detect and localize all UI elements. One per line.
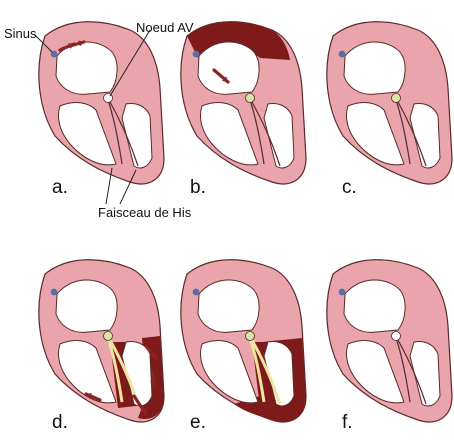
av-node	[246, 332, 255, 341]
sinus-node	[193, 51, 200, 58]
av-node	[392, 94, 401, 103]
atria-chamber	[56, 280, 117, 332]
panel-label-e: e.	[190, 412, 206, 434]
sinus-node	[339, 289, 346, 296]
panel-label-f: f.	[342, 412, 353, 434]
atria-chamber	[344, 280, 405, 332]
panel-label-b: b.	[190, 177, 206, 199]
heart-panel-a	[39, 22, 164, 184]
label-noeud-av: Noeud AV	[136, 20, 194, 35]
sinus-node	[193, 289, 200, 296]
sinus-node	[339, 51, 346, 58]
av-node	[392, 332, 401, 341]
sinus-node	[51, 289, 58, 296]
atria-chamber	[56, 42, 117, 94]
heart-panel-f	[327, 260, 452, 422]
panel-label-d: d.	[52, 412, 68, 434]
panel-label-a: a.	[52, 177, 68, 199]
label-faisceau-de-his: Faisceau de His	[98, 205, 191, 220]
heart-panel-d	[39, 260, 164, 422]
av-node	[104, 332, 113, 341]
label-sinus: Sinus	[4, 26, 37, 41]
heart-panel-c	[327, 22, 452, 184]
heart-panel-e	[181, 260, 306, 422]
atria-chamber	[198, 280, 259, 332]
atria-chamber	[198, 42, 259, 94]
heart-panel-b	[181, 22, 306, 184]
panel-label-c: c.	[342, 177, 357, 199]
atria-chamber	[344, 42, 405, 94]
av-node	[246, 94, 255, 103]
